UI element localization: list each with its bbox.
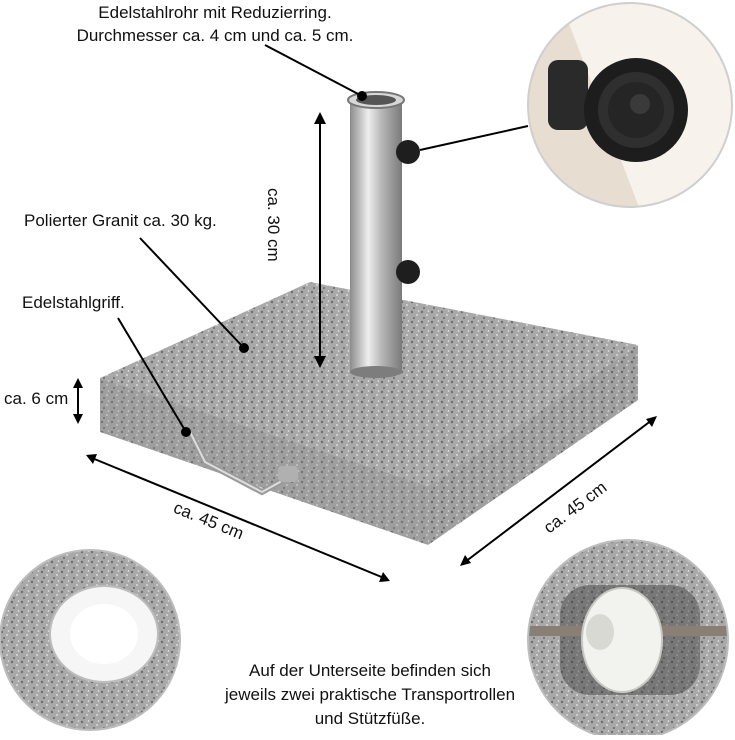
tube-description-line2: Durchmesser ca. 4 cm und ca. 5 cm. — [76, 26, 354, 45]
granite-base — [100, 282, 638, 545]
base-height-label: ca. 6 cm — [4, 389, 69, 408]
steel-tube — [347, 91, 405, 378]
leader-lines — [117, 44, 529, 437]
bottom-description-line2: jeweils zwei praktische Transportrollen — [224, 685, 516, 704]
bottom-description-line1: Auf der Unterseite befinden sich — [249, 661, 491, 680]
tube-height-label: ca. 30 cm — [264, 188, 283, 262]
handle-description: Edelstahlgriff. — [22, 293, 125, 312]
knob-lower — [396, 260, 420, 284]
knob-upper — [396, 140, 420, 164]
zoom-knob-detail — [527, 2, 733, 208]
steel-handle — [187, 429, 298, 496]
granite-description: Polierter Granit ca. 30 kg. — [24, 211, 217, 230]
zoom-foot-detail — [527, 539, 729, 740]
tube-description-line1: Edelstahlrohr mit Reduzierring. — [98, 3, 332, 22]
zoom-wheel-detail — [0, 549, 181, 731]
bottom-description-line3: und Stützfüße. — [314, 709, 426, 728]
dimension-arrows — [73, 112, 657, 582]
